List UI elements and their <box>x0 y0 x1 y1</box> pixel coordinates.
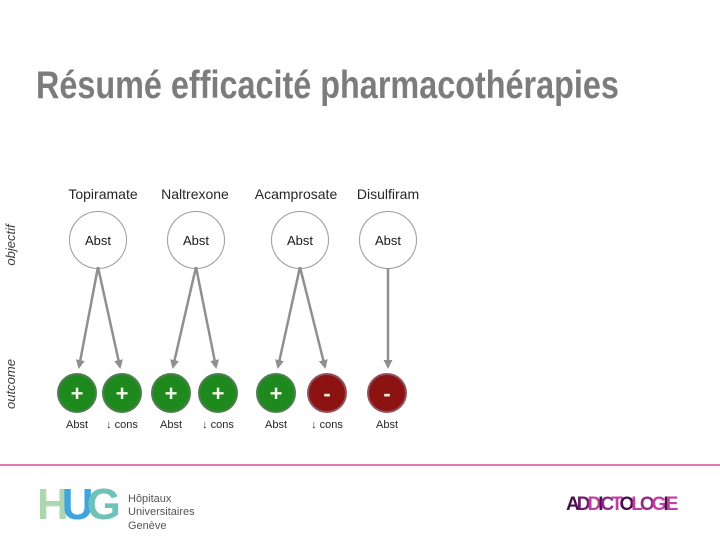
row-label-outcome: outcome <box>3 359 18 409</box>
outcome-circle-positive: + <box>198 373 238 413</box>
hug-org-line: Genève <box>128 519 167 532</box>
arrow-topiramate-cons <box>96 266 123 369</box>
objective-circle: Abst <box>359 211 417 269</box>
outcome-circle-negative: - <box>367 373 407 413</box>
objective-circle: Abst <box>167 211 225 269</box>
outcome-label: Abst <box>159 419 182 431</box>
arrow-naltrexone-cons <box>194 266 220 369</box>
hug-org-text: Hôpitaux Universitaires Genève <box>128 493 195 533</box>
objective-circle: Abst <box>69 211 127 269</box>
drug-name-topiramate: Topiramate <box>68 186 138 202</box>
outcome-circle-positive: + <box>57 373 97 413</box>
footer-divider <box>0 464 720 466</box>
outcome-label: ↓ cons <box>311 419 343 431</box>
hug-org-line: Hôpitaux <box>128 493 172 505</box>
outcome-label: Abst <box>65 419 88 431</box>
outcome-circle-positive: + <box>102 373 142 413</box>
hug-org-line: Universitaires <box>128 506 195 519</box>
arrow-topiramate-abst <box>75 266 100 369</box>
row-label-objectif: objectif <box>3 224 18 266</box>
objective-circle: Abst <box>271 211 329 269</box>
outcome-circle-negative: - <box>307 373 347 413</box>
addictologie-logo: ADDICTOLOGIE <box>566 494 678 515</box>
arrow-naltrexone-abst <box>170 266 198 369</box>
drug-name-acamprosate: Acamprosate <box>254 186 338 202</box>
outcome-circle-positive: + <box>256 373 296 413</box>
outcome-label: Abst <box>375 419 398 431</box>
outcome-label: ↓ cons <box>106 419 138 431</box>
drug-name-disulfiram: Disulfiram <box>356 186 420 202</box>
page-title: Résumé efficacité pharmacothérapies <box>36 64 619 107</box>
outcome-label: ↓ cons <box>202 419 234 431</box>
arrow-acamprosate-abst <box>275 266 302 369</box>
arrow-acamprosate-cons <box>298 266 328 369</box>
hug-logo-icon: HUG <box>37 480 121 529</box>
drug-name-naltrexone: Naltrexone <box>161 186 229 202</box>
outcome-circle-positive: + <box>151 373 191 413</box>
outcome-label: Abst <box>264 419 287 431</box>
